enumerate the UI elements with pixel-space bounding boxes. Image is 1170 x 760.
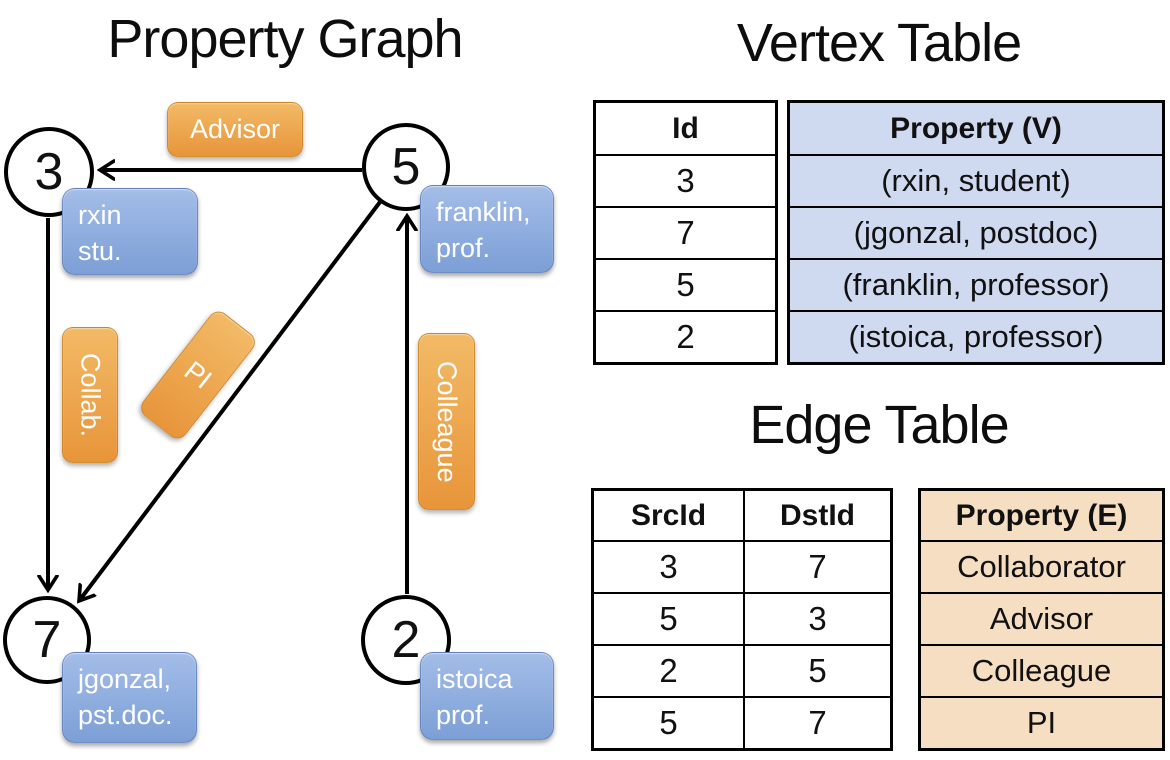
edge-label: Collab. [75, 352, 106, 438]
vertex-property-cell: (istoica, professor) [787, 310, 1165, 365]
table-row: 3 [593, 154, 778, 208]
property-graph-figure: Property Graph 3 5 7 2 rxin stu. [0, 0, 585, 760]
edge-property-cell: Colleague [918, 644, 1165, 698]
edge-label: Advisor [189, 114, 281, 144]
edge-table-title: Edge Table [749, 395, 1009, 455]
table-row: Collaborator [918, 540, 1165, 594]
edge-src-cell: 2 [591, 644, 745, 698]
vertex-id-label: 7 [32, 611, 62, 669]
vertex-property-box-rxin: rxin stu. [62, 188, 198, 275]
vertex-property-cell: (rxin, student) [787, 154, 1165, 208]
vertex-property-line: stu. [78, 235, 122, 266]
edge-dst-cell: 3 [743, 592, 893, 646]
edge-label-box-collab: Collab. [62, 327, 118, 463]
edge-src-cell: 5 [591, 592, 745, 646]
edge-dst-cell: 7 [743, 696, 893, 751]
edge-src-cell: 5 [591, 696, 745, 751]
vertex-property-cell: (jgonzal, postdoc) [787, 206, 1165, 260]
vertex-property-box-jgonzal: jgonzal, pst.doc. [62, 652, 197, 743]
edge-dst-cell: 7 [743, 540, 893, 594]
vertex-table-id-header: Id [593, 100, 778, 156]
vertex-property-cell: (franklin, professor) [787, 258, 1165, 312]
graph-edges-layer [0, 0, 585, 760]
table-row: PI [918, 696, 1165, 751]
edge-table-property-column: Property (E) Collaborator Advisor Collea… [918, 488, 1165, 751]
edge-table-srcid-header: SrcId [591, 488, 745, 542]
vertex-property-line: pst.doc. [78, 699, 173, 730]
edge-property-cell: PI [918, 696, 1165, 751]
vertex-property-box-istoica: istoica prof. [420, 652, 554, 740]
vertex-id-cell: 3 [593, 154, 778, 208]
vertex-id-label: 3 [34, 143, 64, 201]
table-row: (jgonzal, postdoc) [787, 206, 1165, 260]
edge-label: Colleague [432, 360, 462, 483]
vertex-property-line: jgonzal, [78, 664, 172, 694]
vertex-circle-5: 5 [362, 123, 450, 211]
table-row: 5 3 [591, 592, 893, 646]
vertex-table-property-header: Property (V) [787, 100, 1165, 156]
table-row: 2 [593, 310, 778, 365]
edge-label: PI [179, 354, 218, 395]
vertex-table-property-column: Property (V) (rxin, student) (jgonzal, p… [787, 100, 1165, 365]
vertex-id-cell: 2 [593, 310, 778, 365]
vertex-table-title: Vertex Table [736, 13, 1022, 73]
edge-pi-arrow [79, 200, 382, 601]
vertex-property-line: prof. [436, 232, 491, 263]
table-row: (rxin, student) [787, 154, 1165, 208]
vertex-id-cell: 5 [593, 258, 778, 312]
vertex-property-line: istoica [436, 664, 513, 694]
edge-label-box-advisor: Advisor [167, 102, 303, 157]
edge-property-cell: Collaborator [918, 540, 1165, 594]
table-row: Advisor [918, 592, 1165, 646]
edge-table-dstid-header: DstId [743, 488, 893, 542]
vertex-id-cell: 7 [593, 206, 778, 260]
table-row: 7 [593, 206, 778, 260]
vertex-id-label: 5 [391, 138, 421, 196]
vertex-property-line: rxin [78, 200, 122, 230]
vertex-property-line: franklin, [436, 197, 531, 227]
vertex-circle-2: 2 [361, 595, 451, 685]
edge-src-cell: 3 [591, 540, 745, 594]
table-row: 5 [593, 258, 778, 312]
table-row: (istoica, professor) [787, 310, 1165, 365]
edge-table-property-header: Property (E) [918, 488, 1165, 542]
graph-title: Property Graph [107, 9, 463, 69]
table-row: 5 7 [591, 696, 893, 751]
table-row: (franklin, professor) [787, 258, 1165, 312]
vertex-id-label: 2 [391, 611, 421, 669]
edge-dst-cell: 5 [743, 644, 893, 698]
table-row: Colleague [918, 644, 1165, 698]
vertex-table-id-column: Id 3 7 5 2 [593, 100, 778, 365]
table-row: 3 7 [591, 540, 893, 594]
vertex-property-box-franklin: franklin, prof. [420, 185, 554, 273]
vertex-property-line: prof. [436, 699, 491, 730]
edge-label-box-colleague: Colleague [418, 333, 475, 510]
edge-table-src-dst-columns: SrcId DstId 3 7 5 3 2 5 5 7 [591, 488, 893, 751]
table-row: 2 5 [591, 644, 893, 698]
edge-property-cell: Advisor [918, 592, 1165, 646]
